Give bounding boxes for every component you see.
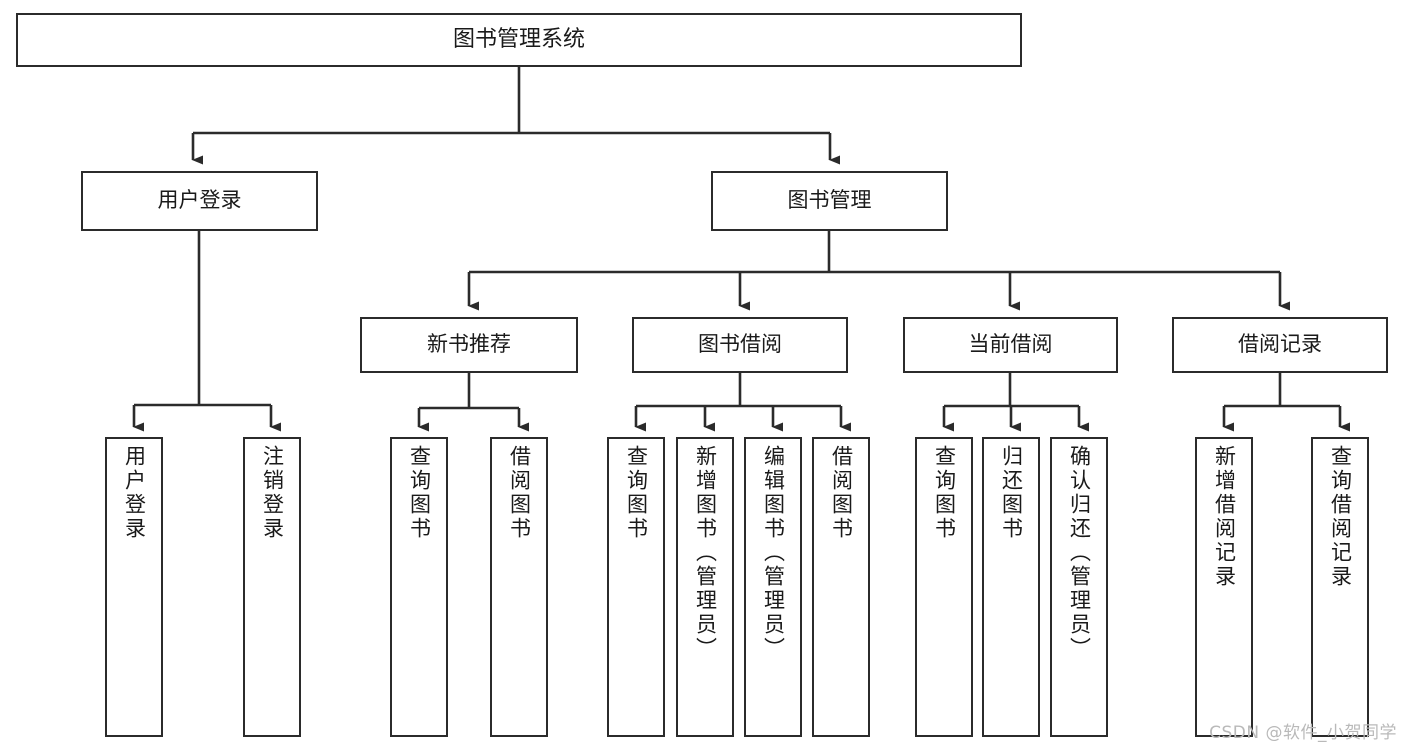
node-book-borrow[interactable]: 图书借阅 — [632, 317, 848, 373]
leaf-current-confirm-return-admin[interactable]: 确认归还（管理员） — [1050, 437, 1108, 737]
node-user-login[interactable]: 用户登录 — [81, 171, 318, 231]
node-label: 图书借阅 — [698, 332, 782, 357]
node-label: 查询图书 — [407, 445, 432, 541]
node-label: 编辑图书（管理员） — [761, 445, 786, 661]
node-label: 图书管理系统 — [452, 26, 585, 52]
leaf-newbook-query-book[interactable]: 查询图书 — [390, 437, 448, 737]
node-label: 当前借阅 — [968, 332, 1053, 357]
node-label: 用户登录 — [157, 188, 242, 213]
leaf-current-query-book[interactable]: 查询图书 — [915, 437, 973, 737]
node-book-management[interactable]: 图书管理 — [711, 171, 948, 231]
watermark-text: CSDN @软件_小贺同学 — [1209, 723, 1397, 743]
node-label: 新增借阅记录 — [1212, 445, 1237, 589]
leaf-user-login-signout[interactable]: 注销登录 — [243, 437, 301, 737]
leaf-records-query-record[interactable]: 查询借阅记录 — [1311, 437, 1369, 737]
node-label: 注销登录 — [260, 445, 285, 541]
node-label: 借阅图书 — [829, 445, 854, 541]
leaf-records-add-record[interactable]: 新增借阅记录 — [1195, 437, 1253, 737]
node-new-book-recommend[interactable]: 新书推荐 — [360, 317, 578, 373]
node-label: 用户登录 — [122, 445, 147, 541]
node-label: 查询图书 — [624, 445, 649, 541]
node-label: 确认归还（管理员） — [1067, 445, 1092, 661]
node-label: 新书推荐 — [427, 332, 511, 357]
node-label: 查询借阅记录 — [1328, 445, 1353, 589]
leaf-borrow-query-book[interactable]: 查询图书 — [607, 437, 665, 737]
node-borrow-records[interactable]: 借阅记录 — [1172, 317, 1388, 373]
leaf-borrow-edit-book-admin[interactable]: 编辑图书（管理员） — [744, 437, 802, 737]
node-current-borrow[interactable]: 当前借阅 — [903, 317, 1118, 373]
leaf-newbook-borrow-book[interactable]: 借阅图书 — [490, 437, 548, 737]
leaf-borrow-add-book-admin[interactable]: 新增图书（管理员） — [676, 437, 734, 737]
node-label: 图书管理 — [787, 188, 872, 213]
node-label: 新增图书（管理员） — [693, 445, 718, 661]
leaf-borrow-borrow-book[interactable]: 借阅图书 — [812, 437, 870, 737]
node-label: 借阅图书 — [507, 445, 532, 541]
leaf-user-login-signin[interactable]: 用户登录 — [105, 437, 163, 737]
node-label: 借阅记录 — [1238, 332, 1322, 357]
node-root-system[interactable]: 图书管理系统 — [16, 13, 1022, 67]
node-label: 查询图书 — [932, 445, 957, 541]
node-label: 归还图书 — [999, 445, 1024, 541]
leaf-current-return-book[interactable]: 归还图书 — [982, 437, 1040, 737]
